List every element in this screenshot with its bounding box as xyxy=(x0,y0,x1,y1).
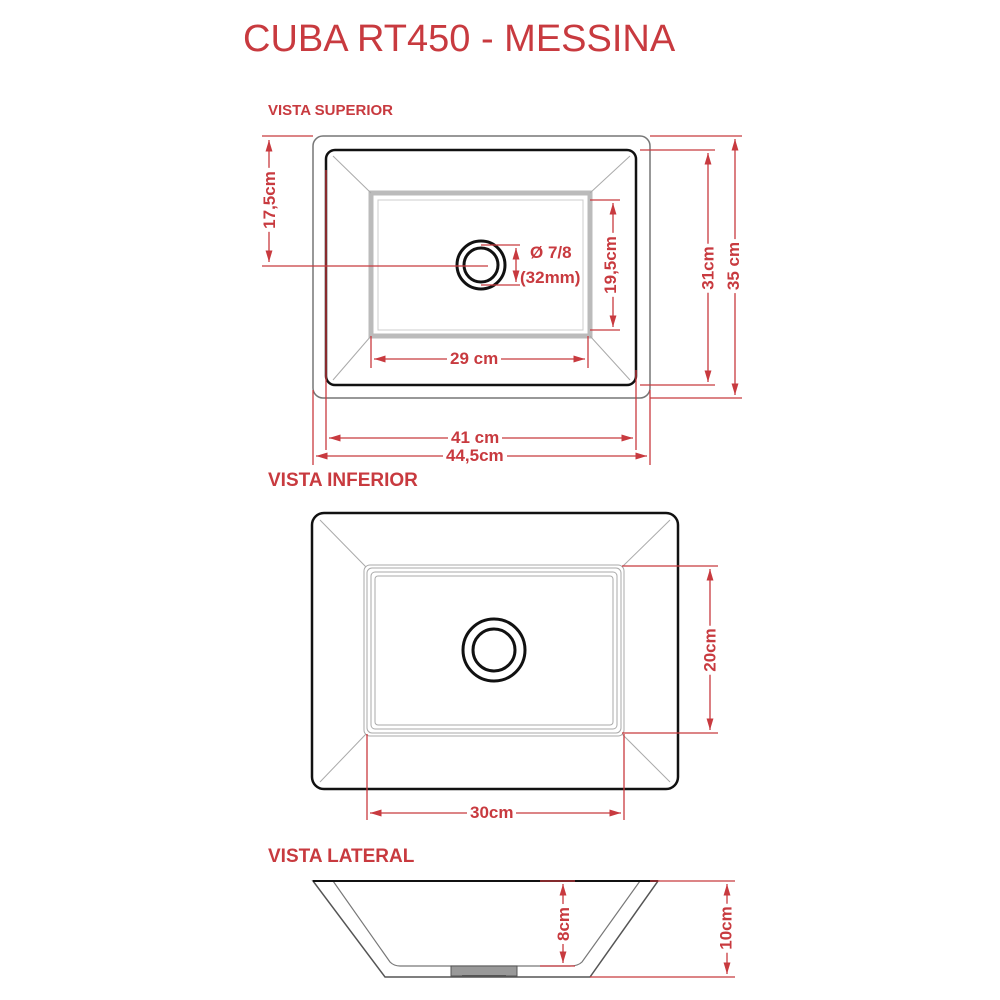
dim-drain-diameter: Ø 7/8 xyxy=(530,243,572,263)
side-view-dimensions xyxy=(540,880,735,978)
dim-29cm: 29 cm xyxy=(447,349,502,369)
view-label-superior: VISTA SUPERIOR xyxy=(268,102,394,119)
dim-8cm: 8cm xyxy=(554,903,575,945)
dim-drain-mm: (32mm) xyxy=(520,268,581,288)
page-title: CUBA RT450 - MESSINA xyxy=(243,18,676,60)
dim-19-5cm: 19,5cm xyxy=(600,233,621,297)
bottom-view-dimensions xyxy=(366,565,718,820)
dim-35cm: 35 cm xyxy=(724,238,745,294)
view-label-inferior: VISTA INFERIOR xyxy=(268,470,418,491)
side-view-drawing xyxy=(311,880,660,978)
top-view-drawing xyxy=(312,135,651,399)
view-label-lateral: VISTA LATERAL xyxy=(268,846,415,867)
dim-41cm: 41 cm xyxy=(448,428,503,448)
dim-20cm: 20cm xyxy=(700,625,721,675)
dim-30cm: 30cm xyxy=(467,803,517,823)
dim-10cm: 10cm xyxy=(716,903,737,953)
top-view-dimensions xyxy=(262,135,742,465)
dim-31cm: 31cm xyxy=(698,243,719,293)
dim-44-5cm: 44,5cm xyxy=(443,446,507,466)
dim-17-5cm: 17,5cm xyxy=(259,168,280,232)
bottom-view-drawing xyxy=(310,511,680,791)
